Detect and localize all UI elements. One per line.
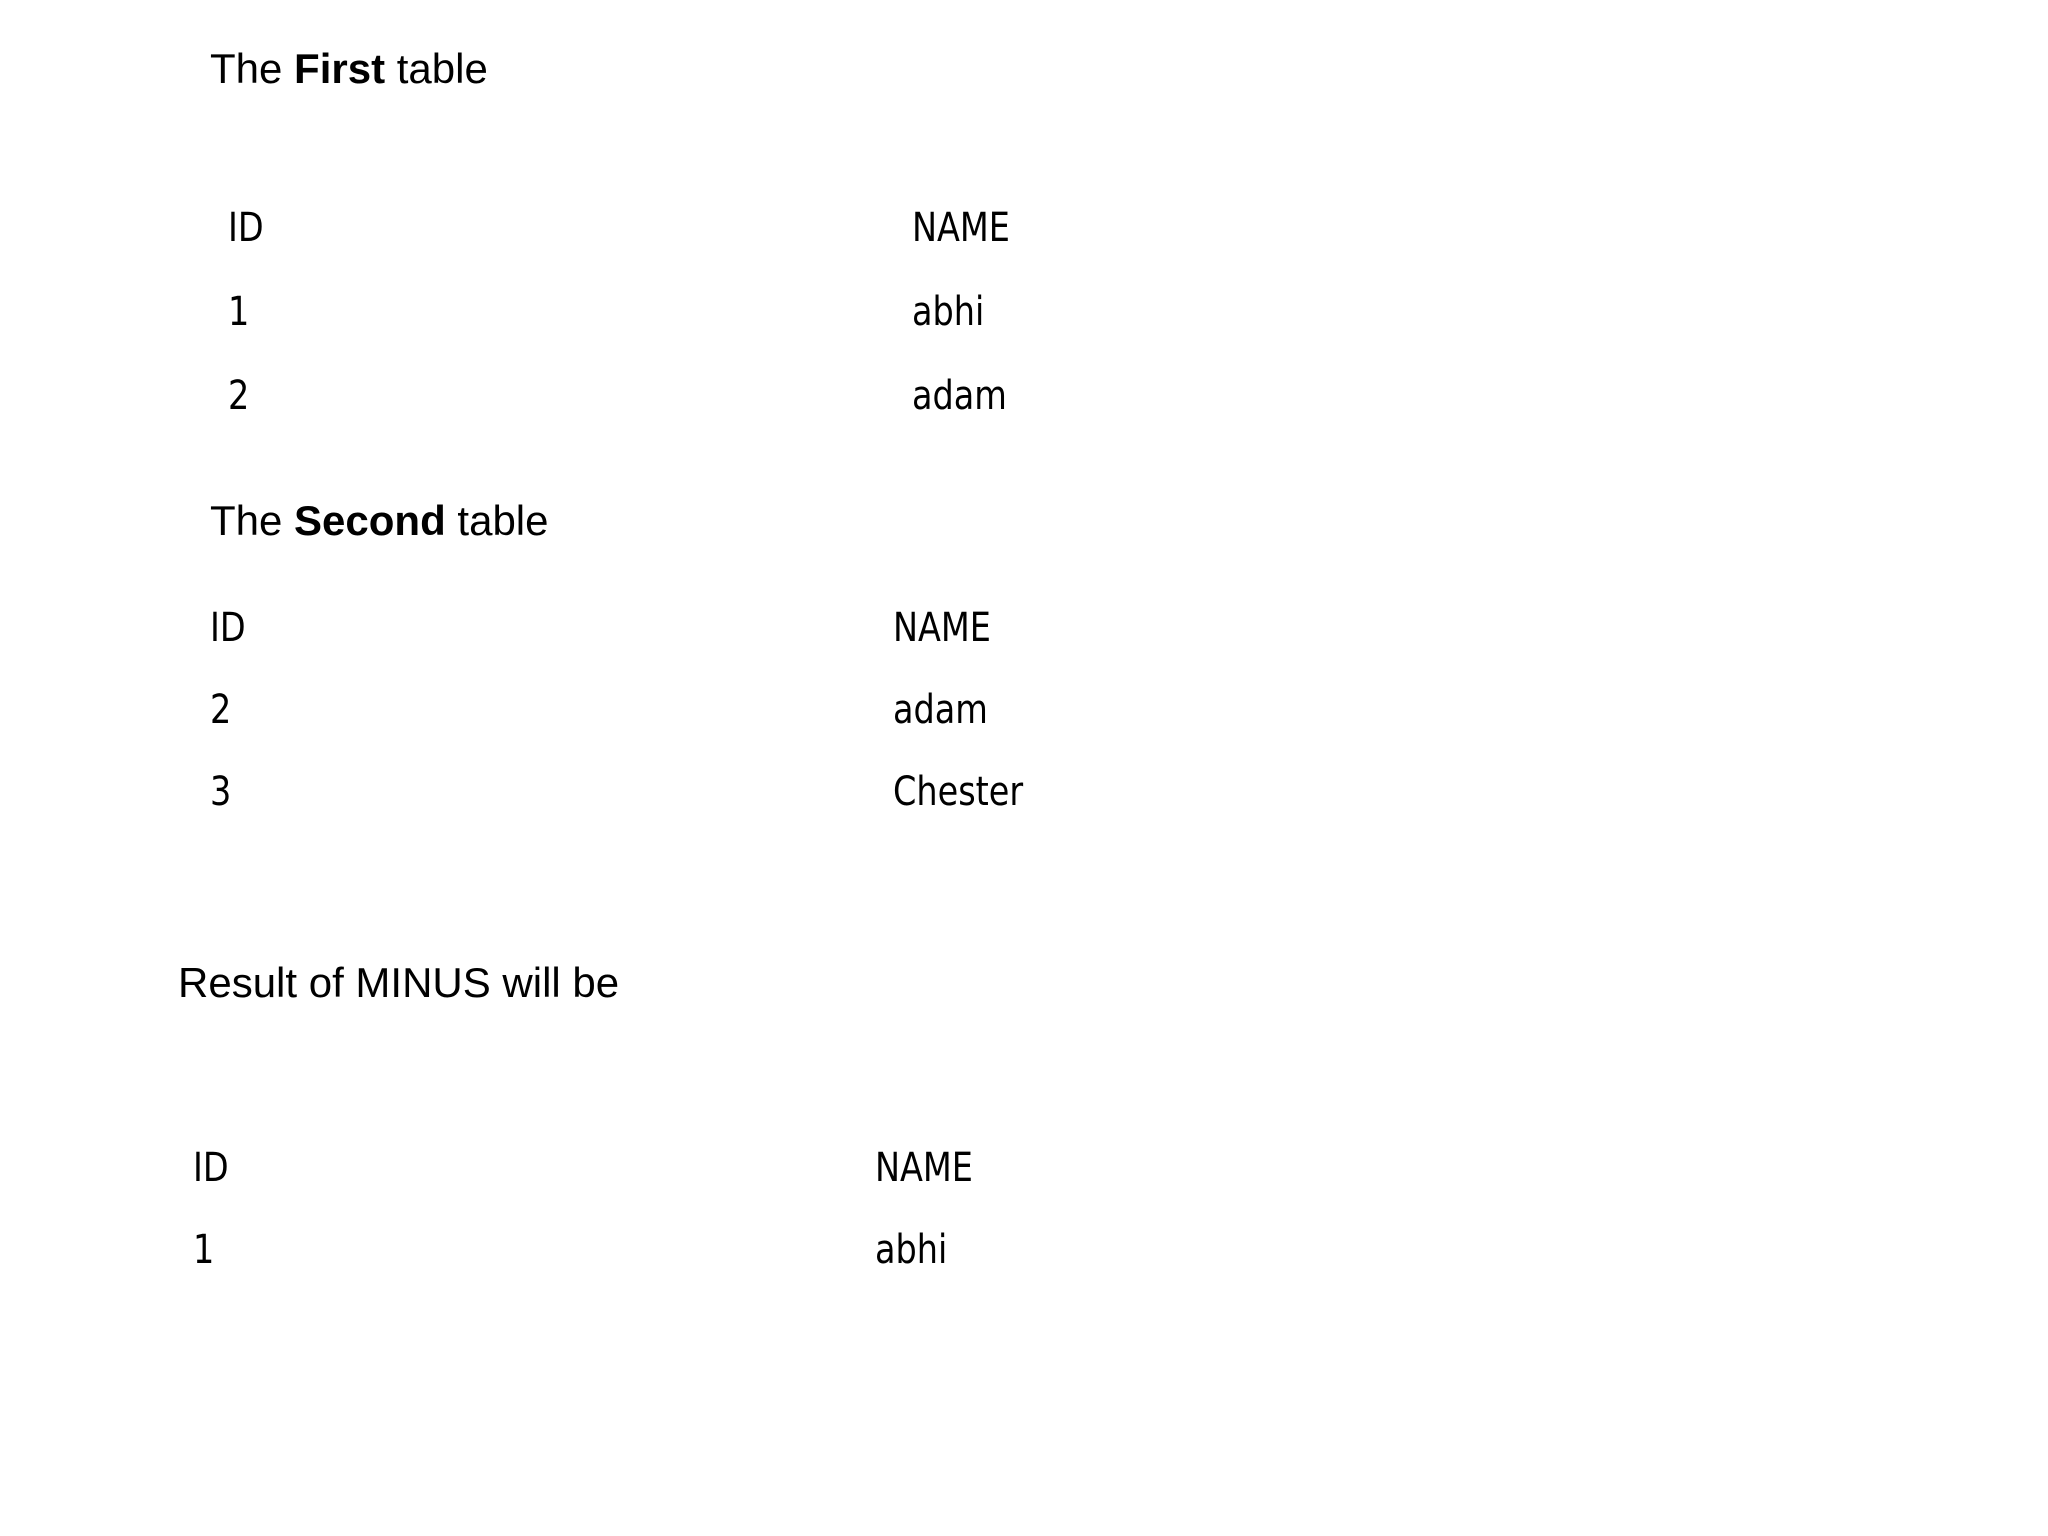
- second-table-cell-id-2: 3: [210, 769, 232, 815]
- result-table-cell-id-1: 1: [193, 1227, 215, 1273]
- first-table-heading-suffix: table: [385, 45, 488, 92]
- first-table-header-name: NAME: [912, 205, 1010, 251]
- second-table-cell-name-2: Chester: [893, 769, 1024, 815]
- first-table-heading: The First table: [210, 48, 488, 90]
- first-table-header-id: ID: [228, 205, 264, 251]
- first-table-heading-prefix: The: [210, 45, 295, 92]
- first-table-cell-name-2: adam: [912, 373, 1007, 419]
- second-table-cell-id-1: 2: [210, 687, 232, 733]
- second-table-heading-emphasis: Second: [294, 497, 446, 544]
- first-table-cell-name-1: abhi: [912, 289, 985, 335]
- second-table-heading-suffix: table: [445, 497, 549, 544]
- result-heading: Result of MINUS will be: [178, 959, 620, 1006]
- first-table-heading-emphasis: First: [294, 45, 386, 92]
- first-table-cell-id-2: 2: [228, 373, 250, 419]
- second-table-heading: The Second table: [210, 500, 549, 542]
- first-table-cell-id-1: 1: [228, 289, 250, 335]
- second-table-header-id: ID: [210, 605, 246, 651]
- result-table-header-id: ID: [193, 1145, 229, 1191]
- result-table-cell-name-1: abhi: [875, 1227, 948, 1273]
- second-table-header-name: NAME: [893, 605, 991, 651]
- second-table-cell-name-1: adam: [893, 687, 988, 733]
- result-table-header-name: NAME: [875, 1145, 973, 1191]
- second-table-heading-prefix: The: [210, 497, 295, 544]
